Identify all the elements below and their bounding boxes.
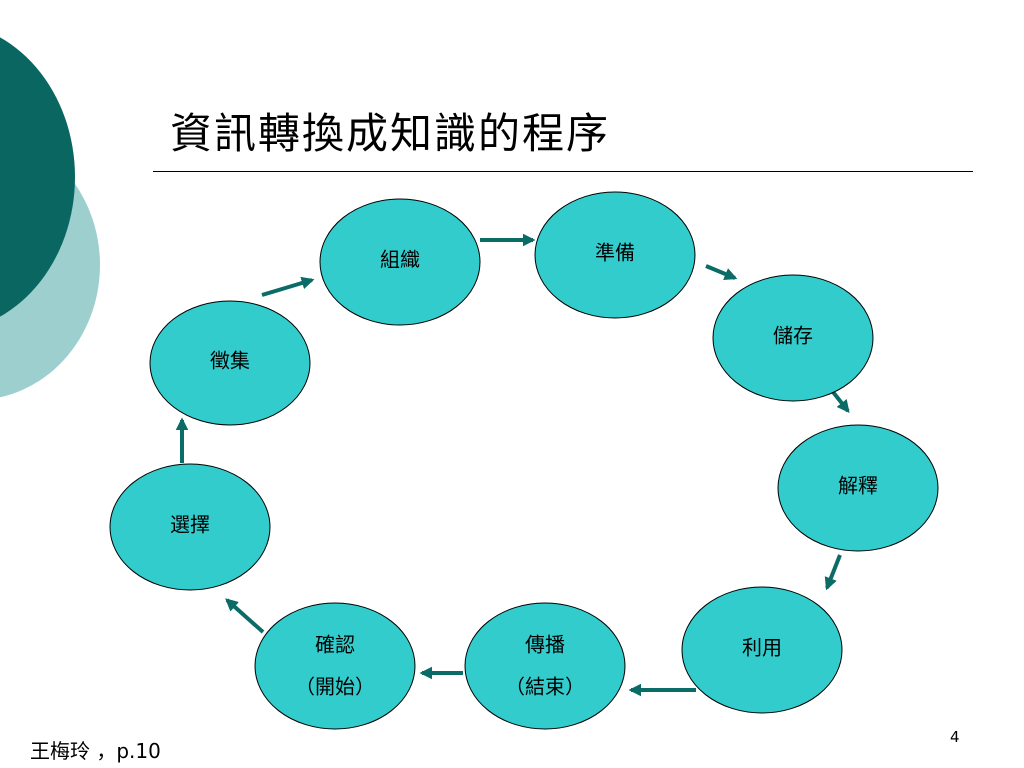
flow-arrow-prepare-to-store [705,264,738,280]
footer-author: 王梅玲 ，p.10 [30,739,161,763]
cycle-node-label-prepare: 準備 [595,241,635,265]
cycle-node-label-organize: 組織 [380,248,420,272]
cycle-node-label-disseminate-2: （結束） [505,675,585,699]
flow-arrow-collect-to-organize [261,276,315,297]
cycle-node-shape-use [681,586,843,714]
cycle-node-label-interpret: 解釋 [838,474,878,498]
cycle-node-collect: 徵集 [149,300,311,426]
cycle-node-disseminate: 傳播 （結束） [464,602,626,730]
cycle-node-shape-interpret [777,424,939,552]
arrows-layer [175,233,850,697]
cycle-node-shape-organize [319,198,481,326]
page-number: 4 [950,728,960,746]
cycle-node-label-collect: 徵集 [210,349,250,373]
cycle-node-interpret: 解釋 [777,424,939,552]
slide-title: 資訊轉換成知識的程序 [170,109,611,158]
title-underline [153,171,973,172]
cycle-node-shape-store [712,274,874,402]
cycle-node-organize: 組織 [319,198,481,326]
cycle-node-select: 選擇 [109,463,271,591]
cycle-node-label-confirm-2: （開始） [295,675,375,699]
flow-arrow-confirm-to-select [225,598,265,634]
cycle-node-use: 利用 [681,586,843,714]
cycle-node-label-store: 儲存 [773,324,813,348]
cycle-node-label-confirm-1: 確認 [315,633,355,657]
cycle-node-store: 儲存 [712,274,874,402]
cycle-node-shape-prepare [534,191,696,319]
cycle-node-shape-select [109,463,271,591]
cycle-node-prepare: 準備 [534,191,696,319]
cycle-node-label-use: 利用 [742,636,782,660]
cycle-node-shape-disseminate [464,602,626,730]
cycle-node-shape-confirm [254,602,416,730]
flow-arrow-interpret-to-use [824,554,842,591]
flow-arrow-store-to-interpret [831,390,850,414]
cycle-node-shape-collect [149,300,311,426]
cycle-node-label-select: 選擇 [170,513,210,537]
cycle-node-label-disseminate-1: 傳播 [525,633,565,657]
cycle-node-confirm: 確認 （開始） [254,602,416,730]
